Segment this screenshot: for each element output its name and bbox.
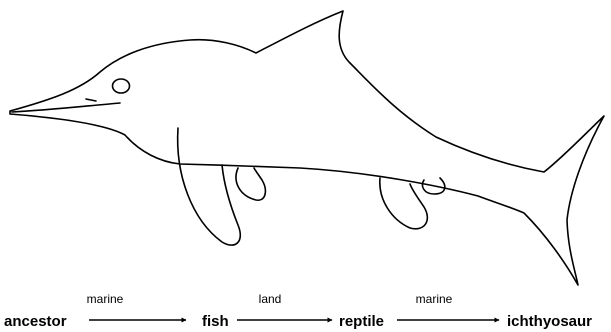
ichthyosaur-small-front-flipper [236, 168, 265, 200]
arrow-label-2: land [259, 292, 282, 306]
ichthyosaur-hind-flipper [380, 178, 428, 229]
ichthyosaur-mouth-line [12, 103, 120, 112]
stage-label-fish: fish [202, 313, 229, 330]
ichthyosaur-eye [113, 79, 130, 93]
ichthyosaur-body-outline [10, 11, 604, 285]
ichthyosaur-nostril-mark [86, 99, 96, 101]
ichthyosaur-outline-icon [10, 11, 604, 285]
evolution-sequence: ancestor marine fish land reptile marine… [4, 292, 592, 330]
stage-label-ancestor: ancestor [4, 313, 67, 330]
arrow-label-3: marine [416, 292, 453, 306]
arrow-label-1: marine [87, 292, 124, 306]
stage-label-ichthyosaur: ichthyosaur [507, 313, 592, 330]
ichthyosaur-front-flipper [178, 128, 241, 245]
stage-label-reptile: reptile [339, 313, 384, 330]
